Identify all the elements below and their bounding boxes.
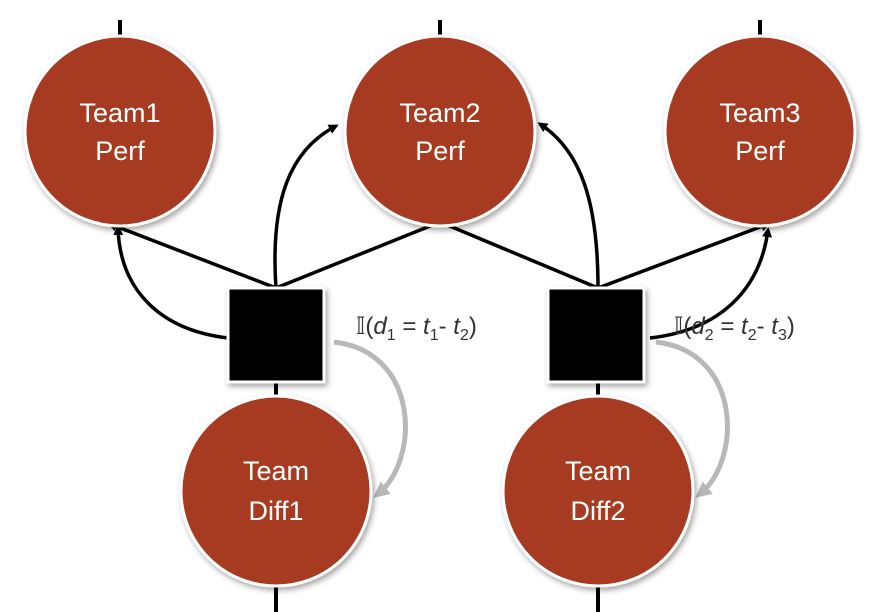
minus: -: [757, 313, 772, 340]
equals: =: [396, 313, 423, 340]
message-arrow-factor2-to-diff2: [655, 339, 730, 498]
sub-t-a: 2: [748, 327, 757, 344]
var-t-b: t: [453, 313, 461, 340]
node-team-diff2: Team Diff2: [501, 394, 695, 588]
node-team-diff1: Team Diff1: [179, 394, 373, 588]
sub-t-b: 2: [460, 327, 469, 344]
edge-factor2-to-team3-curve: [649, 227, 773, 340]
node-label-line1: Team: [243, 456, 309, 486]
paren-open: (: [365, 313, 373, 340]
edge-factor1-team1-diagonal: [107, 221, 277, 290]
message-arrow-factor1-to-diff1: [333, 339, 408, 498]
edge-factor1-team2-diagonal: [275, 220, 441, 290]
equals: =: [714, 313, 741, 340]
sub-t-b: 3: [778, 327, 787, 344]
var-t-a: t: [741, 313, 749, 340]
factor-label-2: 𝕀(d2 = t2- t3): [674, 313, 795, 344]
edge-factor1-to-team1: [113, 225, 229, 340]
node-label-line1: Team3: [719, 98, 800, 128]
node-label-line2: Diff2: [570, 496, 625, 526]
node-team2-perf: Team2 Perf: [343, 34, 537, 228]
node-label-line2: Diff1: [248, 496, 303, 526]
var-d: d: [691, 313, 705, 340]
node-label-line2: Perf: [735, 136, 785, 166]
indicator-symbol: 𝕀: [356, 313, 365, 340]
edge-factor2-to-team2: [537, 122, 600, 289]
var-t-a: t: [423, 313, 431, 340]
factor-node-2: [546, 286, 646, 384]
paren-close: ): [469, 313, 477, 340]
indicator-symbol: 𝕀: [674, 313, 683, 340]
var-d: d: [373, 313, 387, 340]
paren-open: (: [683, 313, 691, 340]
var-t-b: t: [771, 313, 779, 340]
node-label-line2: Perf: [95, 136, 145, 166]
factor-node-1: [226, 286, 326, 384]
edge-factor2-team2-diagonal: [439, 220, 599, 290]
edge-factor2-to-team3-diagonal: [597, 221, 771, 290]
sub-d: 1: [387, 327, 396, 344]
node-label-line1: Team2: [399, 98, 480, 128]
sub-d: 2: [705, 327, 714, 344]
sub-t-a: 1: [430, 327, 439, 344]
edge-factor1-to-team2: [273, 124, 339, 289]
paren-close: ): [787, 313, 795, 340]
node-label-line1: Team: [565, 456, 631, 486]
node-label-line1: Team1: [79, 98, 160, 128]
minus: -: [439, 313, 454, 340]
node-label-line2: Perf: [415, 136, 465, 166]
node-team1-perf: Team1 Perf: [23, 34, 217, 228]
node-team3-perf: Team3 Perf: [663, 34, 857, 228]
factor-label-1: 𝕀(d1 = t1- t2): [356, 313, 477, 344]
